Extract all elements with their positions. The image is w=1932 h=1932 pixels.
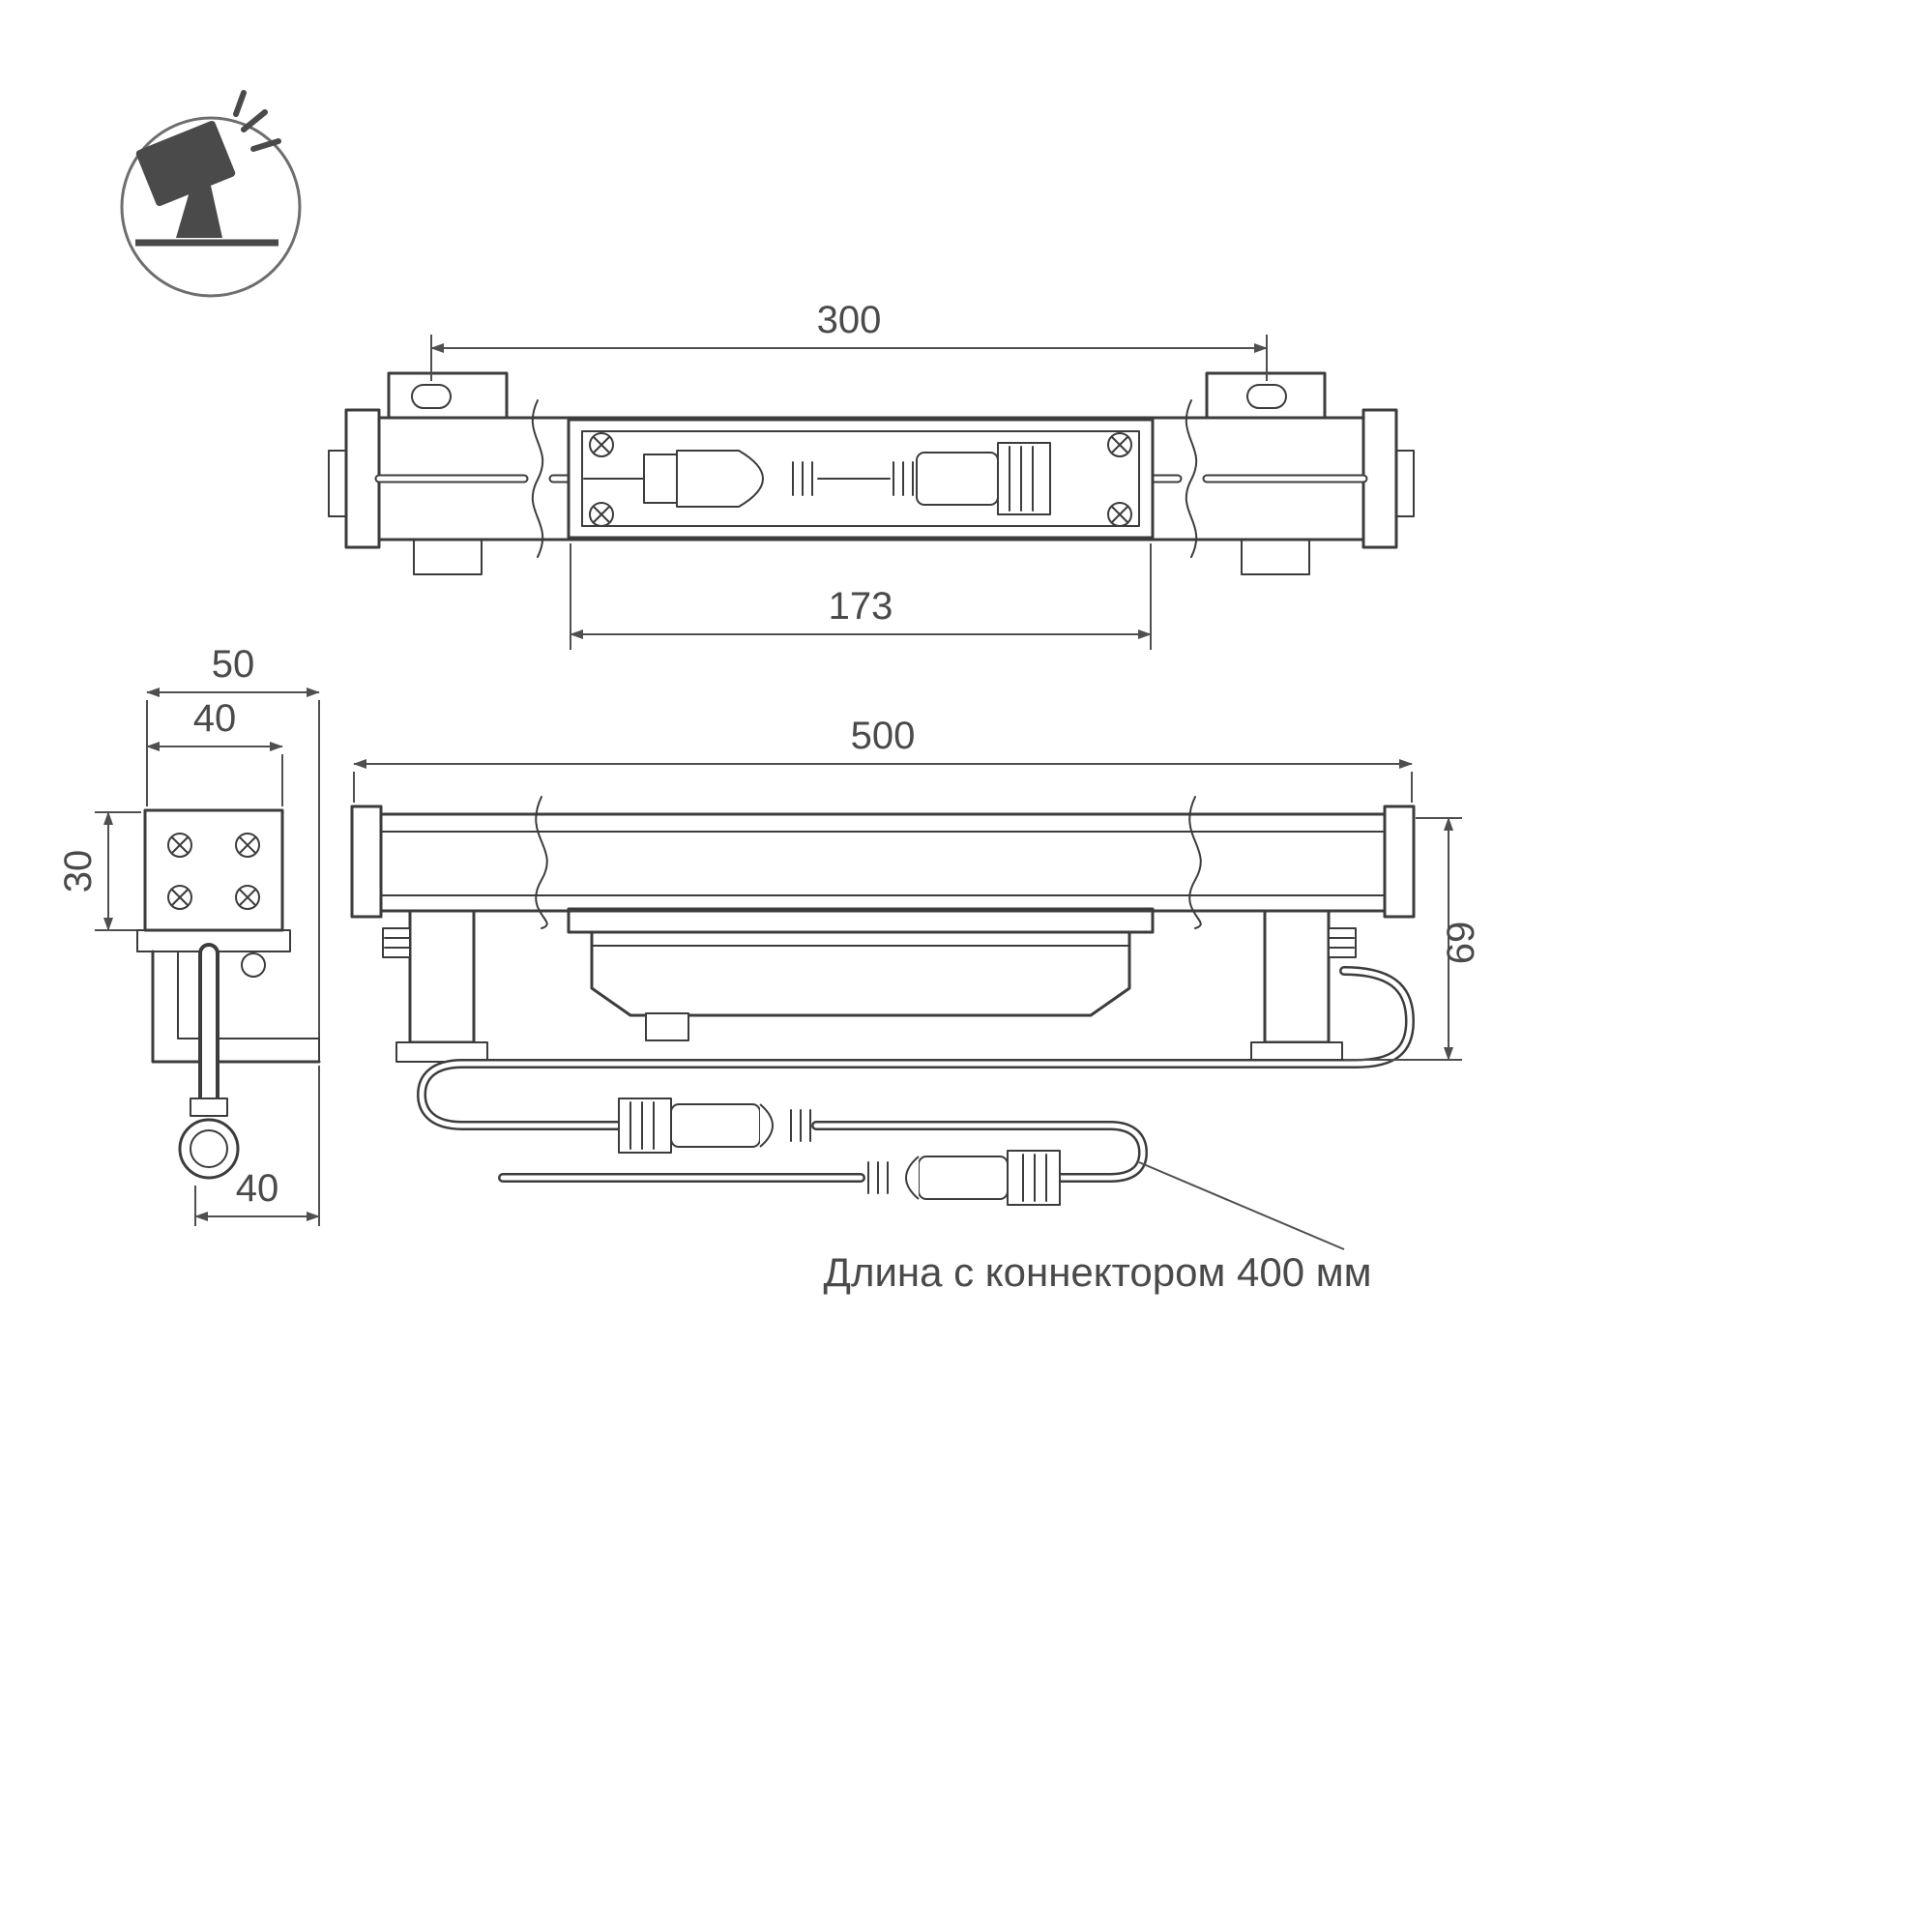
dim-40-body: 40 <box>146 697 283 806</box>
cable-collar <box>190 1098 228 1117</box>
connector-tip <box>905 1156 920 1200</box>
connector-ribs <box>893 461 914 496</box>
hinge-bolt <box>241 952 266 978</box>
break-line <box>1185 399 1198 558</box>
screw-icon <box>589 502 614 527</box>
dim-173-label: 173 <box>829 585 893 628</box>
bracket-clamp <box>1241 539 1310 575</box>
dim-500-label: 500 <box>851 715 916 757</box>
icon-circle <box>120 116 302 298</box>
leader-line <box>1138 1161 1345 1250</box>
top-left-tab <box>328 450 347 517</box>
screw-icon <box>1107 432 1132 457</box>
side-bar <box>350 805 1416 919</box>
projector-stand <box>176 186 222 238</box>
dim-50: 50 <box>146 643 320 1039</box>
connector-end <box>178 1118 240 1180</box>
projector-head <box>135 120 236 207</box>
connector-end-inner <box>190 1129 228 1168</box>
dim-500: 500 <box>353 715 1413 803</box>
connector-pair-1 <box>618 1098 811 1154</box>
bracket-bolt <box>382 927 411 958</box>
connector-coupling <box>618 1098 672 1154</box>
top-right-endcap <box>1361 408 1398 549</box>
connector-coupling <box>997 442 1051 515</box>
top-connector-pair <box>583 442 1051 515</box>
side-right-bracket <box>1250 909 1357 1063</box>
screw-icon <box>589 432 614 457</box>
end-body <box>136 808 291 952</box>
break-line <box>1188 796 1202 929</box>
screw-icon <box>167 885 192 910</box>
screw-icon <box>1107 502 1132 527</box>
connector-socket <box>916 452 999 506</box>
dim-173: 173 <box>570 543 1152 650</box>
screw-icon <box>167 833 192 858</box>
connector-body <box>670 1103 761 1148</box>
bracket-slot <box>411 384 452 409</box>
screw-icon <box>235 833 260 858</box>
light-rays-icon <box>233 90 281 152</box>
top-left-endcap <box>344 408 381 549</box>
dim-300-label: 300 <box>817 299 882 341</box>
connector-pair-2 <box>867 1150 1061 1206</box>
connector-note: Длина с коннектором 400 мм <box>824 1161 1372 1295</box>
dim-69: 69 <box>1344 817 1482 1061</box>
connector-backshell <box>643 454 678 504</box>
end-bracket <box>151 950 321 1064</box>
side-view: 500 <box>350 715 1482 1295</box>
spotlight-icon <box>120 90 302 298</box>
connector-coupling <box>1007 1150 1061 1206</box>
screw-icon <box>235 885 260 910</box>
dim-300: 300 <box>430 299 1268 381</box>
top-view: 300 173 <box>328 299 1415 650</box>
connector-ribs <box>792 461 813 496</box>
end-cable <box>178 943 240 1180</box>
dim-40-foot-label: 40 <box>236 1167 279 1210</box>
bracket-bolt <box>1328 927 1357 958</box>
bracket-clamp <box>413 539 483 575</box>
top-left-bracket <box>387 371 509 575</box>
bracket-slot <box>1246 384 1287 409</box>
dim-50-label: 50 <box>212 643 255 686</box>
top-right-bracket <box>1205 371 1327 575</box>
connector-plug <box>676 450 764 508</box>
side-cable <box>416 966 1416 1206</box>
connector-note-text: Длина с коннектором 400 мм <box>824 1249 1372 1295</box>
end-view: 50 40 30 <box>57 643 321 1226</box>
connector-ribs <box>867 1161 889 1194</box>
dim-40-foot: 40 <box>194 1066 320 1226</box>
cable-gland <box>645 1012 689 1041</box>
side-module <box>567 907 1155 1041</box>
break-line <box>535 796 548 929</box>
dim-69-label: 69 <box>1440 922 1482 965</box>
dim-30: 30 <box>57 811 141 931</box>
side-left-endcap <box>350 805 383 919</box>
break-line <box>531 399 544 558</box>
connector-tip <box>759 1103 774 1148</box>
dim-40-body-label: 40 <box>193 697 237 740</box>
top-right-tab <box>1395 450 1415 517</box>
side-right-endcap <box>1383 805 1416 919</box>
connector-ribs <box>790 1109 811 1142</box>
dim-30-label: 30 <box>57 850 100 893</box>
connector-body <box>918 1156 1009 1200</box>
side-left-bracket <box>382 909 488 1063</box>
